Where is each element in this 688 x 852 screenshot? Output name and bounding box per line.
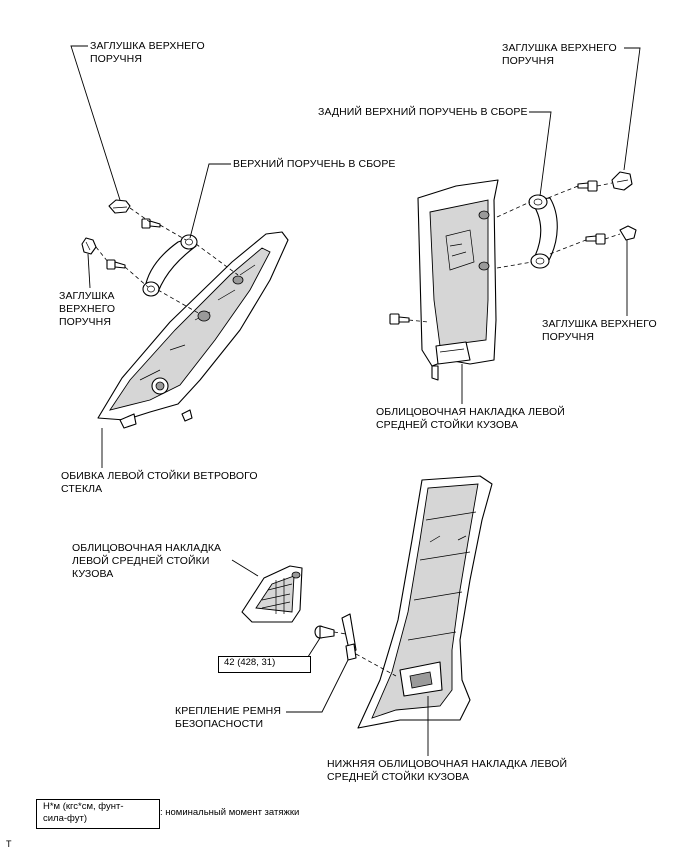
bolt-lower: [106, 259, 126, 270]
label-cap-top-right: ЗАГЛУШКА ВЕРХНЕГО ПОРУЧНЯ: [502, 42, 617, 68]
rear-grip-assembly: [528, 194, 558, 269]
label-seatbelt-anchor: КРЕПЛЕНИЕ РЕМНЯ БЕЗОПАСНОСТИ: [175, 705, 281, 731]
torque-spec-box: 42 (428, 31): [218, 656, 311, 673]
center-pillar-upper-trim: [417, 179, 499, 381]
leader-cap-top-left: [70, 45, 121, 201]
label-cap-right: ЗАГЛУШКА ВЕРХНЕГО ПОРУЧНЯ: [542, 318, 657, 344]
legend-unit-line: сила-фут): [43, 813, 88, 824]
label-line: ОБЛИЦОВОЧНАЯ НАКЛАДКА: [72, 542, 222, 554]
leader-seatbelt-anchor: [286, 659, 349, 713]
bolt-lower-right: [585, 233, 606, 245]
grip-cap-top-left: [108, 199, 131, 214]
label-line: ВЕРХНЕГО: [59, 303, 116, 315]
label-line: СРЕДНЕЙ СТОЙКИ КУЗОВА: [327, 771, 470, 783]
label-center-pillar-lower: НИЖНЯЯ ОБЛИЦОВОЧНАЯ НАКЛАДКА ЛЕВОЙ СРЕДН…: [327, 758, 567, 784]
center-pillar-small-trim: [241, 565, 303, 623]
label-line: ЗАГЛУШКА ВЕРХНЕГО: [90, 40, 205, 52]
label-line: СРЕДНЕЙ СТОЙКИ КУЗОВА: [376, 419, 519, 431]
label-line: ЗАДНИЙ ВЕРХНИЙ ПОРУЧЕНЬ В СБОРЕ: [318, 106, 528, 118]
label-windshield-pillar: ОБИВКА ЛЕВОЙ СТОЙКИ ВЕТРОВОГО СТЕКЛА: [61, 470, 258, 496]
corner-mark: T: [6, 839, 12, 849]
center-pillar-lower-trim: [357, 475, 493, 729]
grip-cap-left: [81, 237, 97, 255]
grip-cap-top-right: [611, 171, 633, 191]
bolt-center-pillar: [389, 313, 410, 325]
label-line: КУЗОВА: [72, 568, 114, 580]
label-line: ПОРУЧНЯ: [542, 331, 595, 343]
legend-description: : номинальный момент затяжки: [160, 807, 300, 818]
label-line: СТЕКЛА: [61, 483, 103, 495]
label-line: ОБИВКА ЛЕВОЙ СТОЙКИ ВЕТРОВОГО: [61, 470, 258, 482]
label-center-pillar-upper: ОБЛИЦОВОЧНАЯ НАКЛАДКА ЛЕВОЙ СРЕДНЕЙ СТОЙ…: [376, 406, 565, 432]
label-line: ПОРУЧНЯ: [90, 53, 143, 65]
leader-cap-left: [87, 253, 91, 289]
label-line: ЗАГЛУШКА ВЕРХНЕГО: [502, 42, 617, 54]
anchor-bolt: [314, 625, 335, 639]
label-line: ЗАГЛУШКА: [59, 290, 115, 302]
upper-grip-assembly: [142, 234, 198, 297]
label-cap-left: ЗАГЛУШКА ВЕРХНЕГО ПОРУЧНЯ: [59, 290, 115, 329]
label-center-pillar-small: ОБЛИЦОВОЧНАЯ НАКЛАДКА ЛЕВОЙ СРЕДНЕЙ СТОЙ…: [72, 542, 221, 581]
legend-unit-line: Н*м (кгс*см, фунт-: [43, 801, 124, 812]
leader-cap-top-right: [623, 47, 641, 171]
leader-rear-grip: [529, 111, 552, 197]
label-line: ВЕРХНИЙ ПОРУЧЕНЬ В СБОРЕ: [233, 158, 396, 170]
bolt-upper-right: [577, 180, 598, 192]
bolt-upper: [141, 218, 161, 229]
seatbelt-anchor: [341, 613, 357, 661]
label-line: ЛЕВОЙ СРЕДНЕЙ СТОЙКИ: [72, 555, 210, 567]
label-line: БЕЗОПАСНОСТИ: [175, 718, 264, 730]
label-rear-grip: ЗАДНИЙ ВЕРХНИЙ ПОРУЧЕНЬ В СБОРЕ: [318, 106, 528, 119]
label-line: ЗАГЛУШКА ВЕРХНЕГО: [542, 318, 657, 330]
torque-spec-value: 42 (428, 31): [224, 657, 276, 668]
label-upper-grip: ВЕРХНИЙ ПОРУЧЕНЬ В СБОРЕ: [233, 158, 396, 171]
label-line: НИЖНЯЯ ОБЛИЦОВОЧНАЯ НАКЛАДКА ЛЕВОЙ: [327, 758, 568, 770]
leader-center-pillar-small: [231, 559, 259, 577]
leader-upper-grip: [189, 163, 231, 239]
legend-unit-box: Н*м (кгс*см, фунт- сила-фут): [36, 799, 160, 829]
label-line: ПОРУЧНЯ: [59, 316, 112, 328]
windshield-pillar-trim: [97, 231, 289, 429]
label-cap-top-left: ЗАГЛУШКА ВЕРХНЕГО ПОРУЧНЯ: [90, 40, 205, 66]
grip-cap-right: [619, 225, 637, 241]
label-line: ПОРУЧНЯ: [502, 55, 555, 67]
label-line: ОБЛИЦОВОЧНАЯ НАКЛАДКА ЛЕВОЙ: [376, 406, 565, 418]
label-line: КРЕПЛЕНИЕ РЕМНЯ: [175, 705, 282, 717]
